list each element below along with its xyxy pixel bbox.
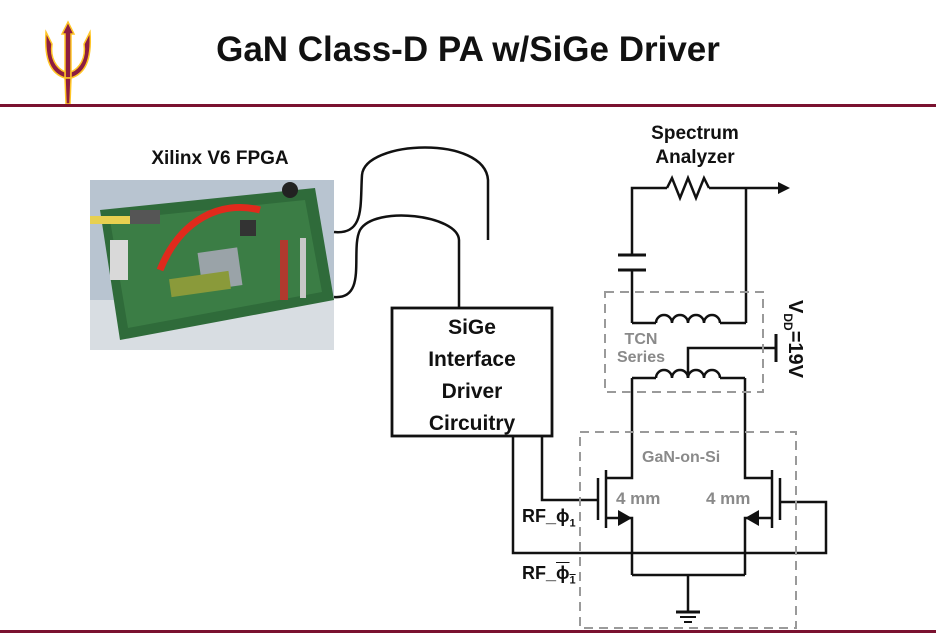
fpga-label: Xilinx V6 FPGA <box>151 148 289 169</box>
driver-line-2: Interface <box>428 348 516 371</box>
fpga-board-photo <box>90 180 334 350</box>
gan-on-si-box <box>579 431 797 629</box>
footer-divider <box>0 630 936 633</box>
driver-line-3: Driver <box>441 380 503 403</box>
vdd-label: VDD=19V <box>781 300 806 378</box>
fpga-cable-lower <box>333 214 461 308</box>
rf2-wire <box>511 436 828 555</box>
gan-label: GaN-on-Si <box>642 449 721 466</box>
transistor-right-label: 4 mm <box>706 489 751 508</box>
tcn-label: TCN Series <box>616 331 666 366</box>
title-divider <box>0 104 936 107</box>
driver-line-1: SiGe <box>448 316 496 339</box>
driver-box-label: SiGe Interface Driver Circuitry <box>392 312 552 440</box>
spectrum-analyzer-label: Spectrum Analyzer <box>651 123 739 168</box>
driver-line-4: Circuitry <box>428 412 516 435</box>
sige-driver-box <box>390 306 554 438</box>
rf1-wire <box>540 436 598 502</box>
slide-title: GaN Class-D PA w/SiGe Driver <box>216 30 720 69</box>
tcn-series-box <box>604 291 764 393</box>
fpga-cable-upper <box>333 146 490 240</box>
transistor-left-label: 4 mm <box>616 489 661 508</box>
rf1-label: RF_ϕ1 <box>522 506 576 530</box>
pitchfork-icon <box>44 20 92 105</box>
rf2-label: RF_ϕ1 <box>522 563 576 587</box>
